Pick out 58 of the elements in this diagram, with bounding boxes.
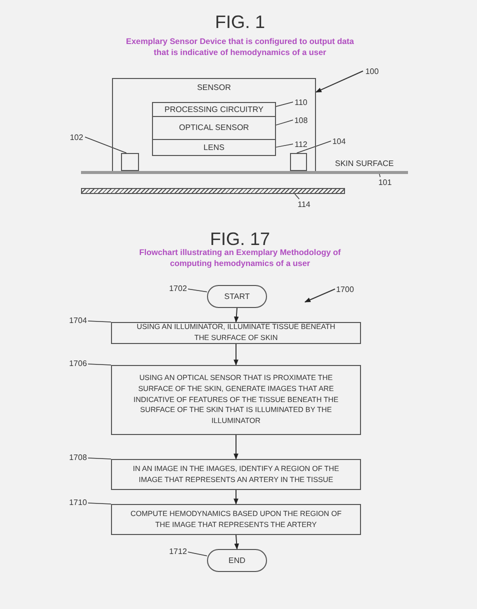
terminal-box: [207, 549, 267, 572]
figure-caption: Flowchart illustrating an Exemplary Methodology of computing hemodynamics of a user: [138, 248, 342, 270]
reference-number: 114: [296, 199, 312, 209]
step-text: PROCESSING CIRCUITRY: [164, 104, 264, 116]
process-box: [111, 459, 361, 490]
surface-label: SKIN SURFACE: [335, 159, 395, 168]
reference-number: 1712: [168, 546, 188, 556]
component-box: [290, 153, 307, 171]
component-box: [121, 153, 139, 171]
process-box: [111, 322, 361, 344]
step-text: OPTICAL SENSOR: [178, 122, 250, 134]
reference-number: 108: [293, 115, 309, 125]
leader-line: [296, 140, 332, 154]
reference-number: 1700: [335, 284, 355, 294]
leader-line: [276, 120, 294, 126]
reference-number: 1706: [68, 358, 88, 368]
hatched-plate: [81, 188, 345, 194]
leader-line: [188, 288, 208, 292]
leader-line: [88, 458, 112, 460]
reference-number: 1710: [68, 497, 88, 507]
reference-number: 110: [293, 97, 309, 107]
process-box: [111, 365, 361, 435]
flow-arrow: [234, 534, 239, 550]
step-text: LENS: [202, 142, 226, 154]
housing-label: SENSOR: [196, 82, 232, 94]
reference-number: 1704: [68, 315, 88, 325]
figure-title: FIG. 1: [214, 12, 266, 33]
skin-surface-line: [81, 171, 408, 174]
reference-number: 101: [377, 177, 393, 187]
flow-arrow: [234, 308, 239, 323]
figure-title: FIG. 17: [208, 229, 272, 249]
flow-arrow: [234, 490, 238, 505]
flow-arrow: [234, 434, 238, 460]
process-box: [111, 504, 361, 535]
leader-line: [88, 502, 112, 504]
leader-line: [294, 194, 300, 200]
leader-line: [88, 320, 112, 322]
reference-number: 112: [293, 139, 309, 149]
step-text: END: [228, 554, 246, 566]
leader-line: [88, 364, 112, 366]
step-text: START: [223, 290, 251, 302]
leader-line: [276, 102, 294, 107]
layer-box: [152, 117, 276, 140]
reference-number: 104: [331, 136, 347, 146]
flow-arrow: [315, 70, 364, 93]
reference-number: 102: [68, 132, 85, 142]
reference-number: 1708: [68, 452, 88, 462]
flow-arrow: [234, 344, 238, 366]
layer-box: [152, 102, 276, 117]
reference-number: 1702: [168, 283, 188, 293]
figure-caption: Exemplary Sensor Device that is configured to output data that is indicative of hemodynamics of a user: [125, 37, 355, 58]
terminal-box: [207, 285, 267, 308]
reference-arrow: [304, 288, 336, 302]
leader-line: [188, 552, 208, 556]
reference-number: 100: [363, 66, 381, 76]
leader-line: [84, 136, 127, 154]
layer-box: [152, 140, 276, 156]
leader-line: [276, 144, 294, 148]
